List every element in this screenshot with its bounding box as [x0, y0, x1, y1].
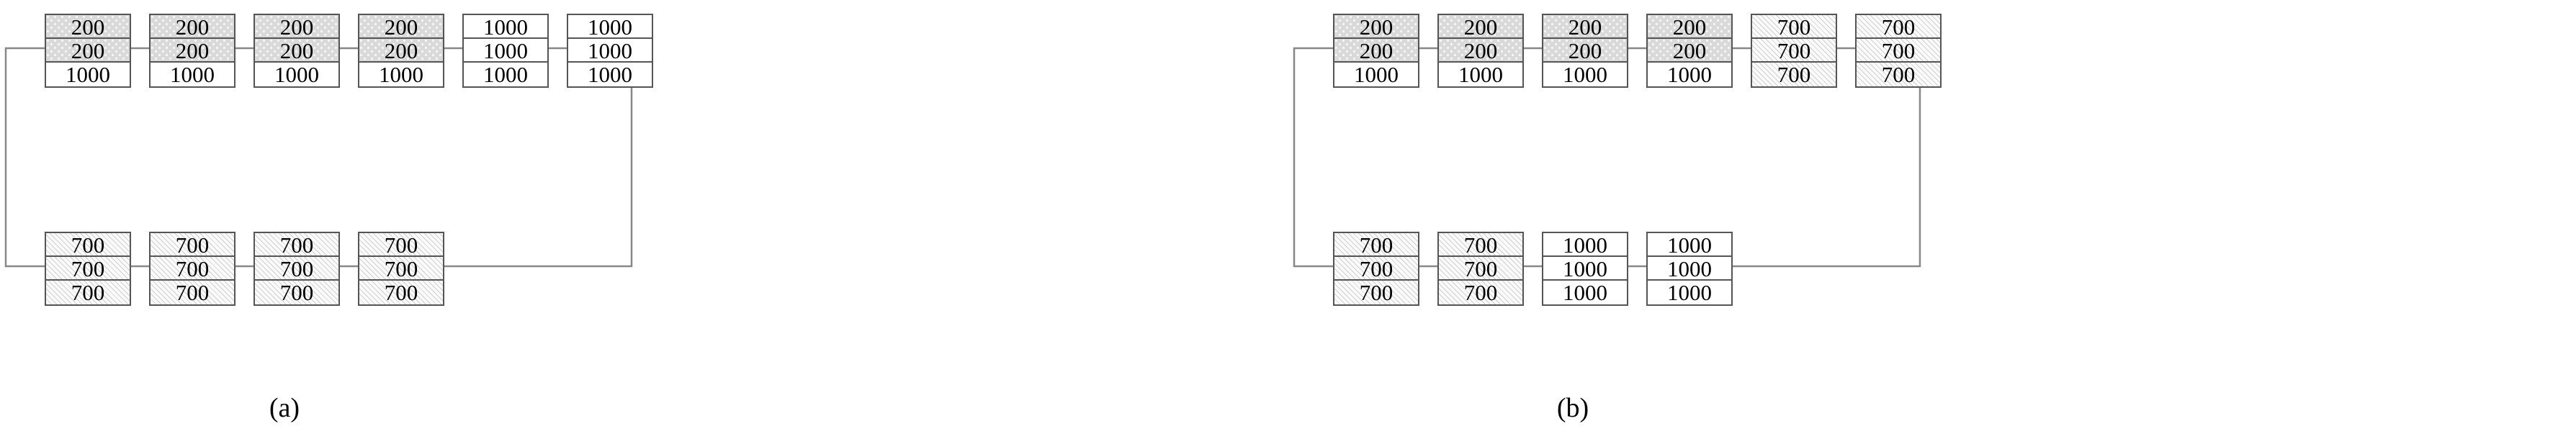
- panel-caption: (a): [269, 393, 300, 423]
- cell: 1000: [464, 63, 547, 86]
- cell: 1000: [1648, 63, 1731, 86]
- block[interactable]: 200 200 1000: [1542, 14, 1628, 88]
- block[interactable]: 1000 1000 1000: [462, 14, 549, 88]
- block[interactable]: 200 200 1000: [253, 14, 340, 88]
- cell: 1000: [568, 39, 652, 63]
- cell: 700: [46, 257, 130, 281]
- block[interactable]: 700 700 700: [1855, 14, 1942, 88]
- cell: 700: [1439, 257, 1522, 281]
- cell: 700: [1857, 39, 1940, 63]
- block[interactable]: 200 200 1000: [149, 14, 235, 88]
- cell: 700: [359, 281, 443, 304]
- block[interactable]: 200 200 1000: [1437, 14, 1524, 88]
- cell: 1000: [1543, 233, 1627, 257]
- cell: 700: [255, 257, 338, 281]
- panel-b: 200 200 1000 200 200 1000 200 200 1000 2…: [1288, 0, 2576, 444]
- cell: 200: [255, 39, 338, 63]
- block[interactable]: 700 700 700: [1751, 14, 1837, 88]
- cell: 700: [1334, 281, 1418, 304]
- block[interactable]: 1000 1000 1000: [567, 14, 653, 88]
- cell: 700: [1439, 281, 1522, 304]
- cell: 1000: [1648, 233, 1731, 257]
- block[interactable]: 200 200 1000: [1333, 14, 1419, 88]
- cell: 1000: [1543, 257, 1627, 281]
- cell: 1000: [1648, 257, 1731, 281]
- block[interactable]: 200 200 1000: [358, 14, 444, 88]
- cell: 1000: [255, 63, 338, 86]
- cell: 200: [255, 15, 338, 39]
- block[interactable]: 1000 1000 1000: [1646, 232, 1733, 306]
- cell: 200: [46, 39, 130, 63]
- cell: 700: [1439, 233, 1522, 257]
- block[interactable]: 700 700 700: [253, 232, 340, 306]
- cell: 700: [359, 257, 443, 281]
- cell: 200: [1334, 15, 1418, 39]
- cell: 700: [1857, 63, 1940, 86]
- cell: 1000: [359, 63, 443, 86]
- cell: 700: [46, 281, 130, 304]
- block[interactable]: 1000 1000 1000: [1542, 232, 1628, 306]
- block[interactable]: 700 700 700: [1437, 232, 1524, 306]
- panel-caption: (b): [1556, 393, 1589, 423]
- cell: 1000: [1543, 63, 1627, 86]
- cell: 1000: [1648, 281, 1731, 304]
- block[interactable]: 200 200 1000: [45, 14, 131, 88]
- cell: 1000: [568, 63, 652, 86]
- panel-b-connector-wires: [1293, 47, 1942, 268]
- cell: 700: [1857, 15, 1940, 39]
- cell: 1000: [1334, 63, 1418, 86]
- cell: 700: [151, 233, 234, 257]
- block[interactable]: 700 700 700: [1333, 232, 1419, 306]
- cell: 200: [151, 39, 234, 63]
- cell: 200: [1334, 39, 1418, 63]
- cell: 1000: [46, 63, 130, 86]
- cell: 200: [1648, 15, 1731, 39]
- cell: 200: [151, 15, 234, 39]
- cell: 200: [359, 15, 443, 39]
- block[interactable]: 200 200 1000: [1646, 14, 1733, 88]
- cell: 200: [359, 39, 443, 63]
- cell: 700: [255, 281, 338, 304]
- cell: 700: [151, 281, 234, 304]
- cell: 700: [1334, 257, 1418, 281]
- cell: 1000: [1439, 63, 1522, 86]
- cell: 200: [1648, 39, 1731, 63]
- cell: 200: [1543, 39, 1627, 63]
- cell: 200: [1439, 15, 1522, 39]
- cell: 700: [151, 257, 234, 281]
- cell: 700: [1752, 63, 1836, 86]
- cell: 1000: [1543, 281, 1627, 304]
- panel-a: 200 200 1000 200 200 1000 200 200 1000 2…: [4, 14, 653, 423]
- block[interactable]: 700 700 700: [358, 232, 444, 306]
- cell: 700: [1752, 39, 1836, 63]
- cell: 700: [1334, 233, 1418, 257]
- block[interactable]: 700 700 700: [149, 232, 235, 306]
- cell: 1000: [568, 15, 652, 39]
- cell: 1000: [151, 63, 234, 86]
- block[interactable]: 700 700 700: [45, 232, 131, 306]
- cell: 200: [1439, 39, 1522, 63]
- cell: 200: [46, 15, 130, 39]
- cell: 700: [1752, 15, 1836, 39]
- cell: 700: [255, 233, 338, 257]
- cell: 1000: [464, 15, 547, 39]
- cell: 700: [359, 233, 443, 257]
- cell: 1000: [464, 39, 547, 63]
- cell: 700: [46, 233, 130, 257]
- cell: 200: [1543, 15, 1627, 39]
